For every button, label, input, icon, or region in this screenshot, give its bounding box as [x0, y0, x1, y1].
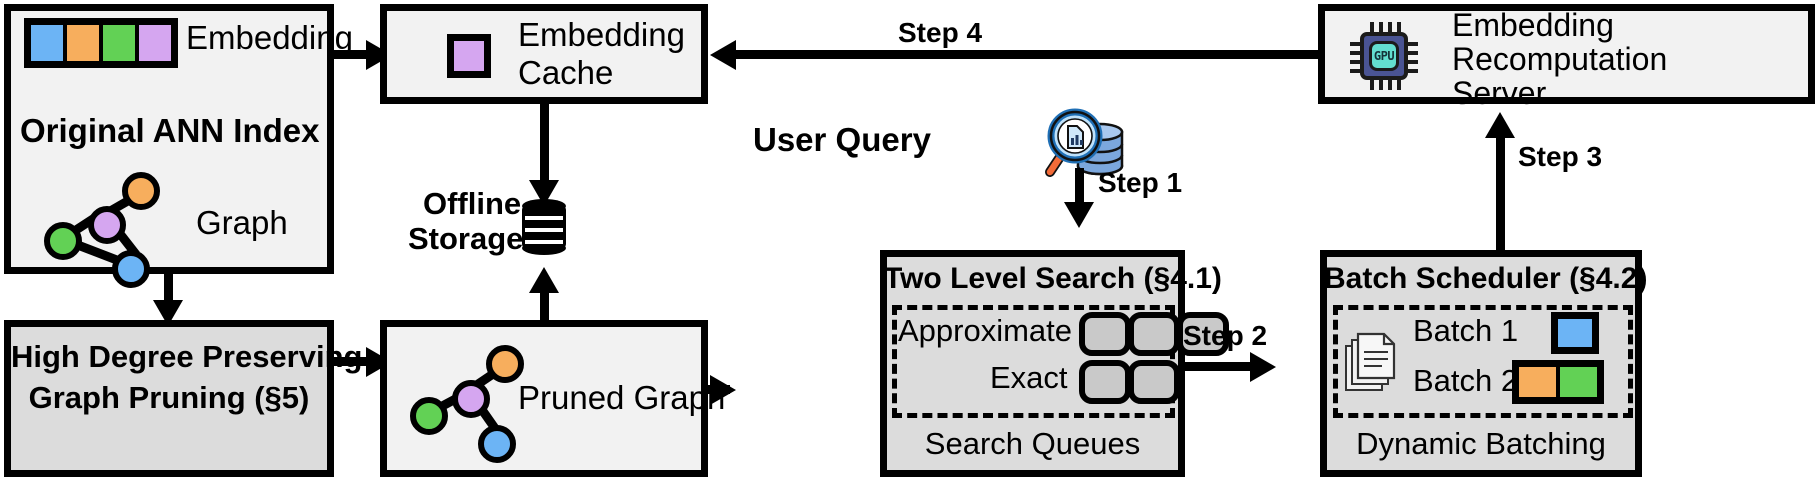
- queue-slot: [1079, 312, 1131, 356]
- dynamic-batching-dashed-region: [1333, 305, 1633, 418]
- connector-step4: [735, 50, 1318, 59]
- gpu-pin: [1406, 69, 1418, 73]
- search-queues-footer: Search Queues: [924, 426, 1141, 461]
- batch-2-swatch-orange: [1519, 367, 1560, 397]
- gpu-pin: [1406, 60, 1418, 64]
- queue-slot: [1128, 312, 1180, 356]
- gpu-chip-core-label: GPU: [1369, 41, 1399, 71]
- embedding-swatch-green: [103, 25, 139, 61]
- pruned-graph-glyph: [398, 335, 528, 463]
- arrowhead-step3: [1485, 112, 1515, 138]
- recomputation-server-title-line2: Recomputation: [1452, 41, 1668, 77]
- graph-node-blue: [478, 425, 516, 463]
- original-graph-glyph: [36, 168, 166, 288]
- queue-slot: [1128, 360, 1180, 404]
- arrowhead-step1: [1064, 202, 1094, 228]
- arrowhead-step4: [710, 40, 736, 70]
- queue-slot: [1079, 360, 1131, 404]
- graph-node-orange: [486, 345, 524, 383]
- batch-1-swatch-blue: [1551, 312, 1599, 354]
- db-slit: [525, 216, 563, 220]
- block-pruned-graph: [380, 320, 708, 477]
- recomputation-server-title-line3: Server: [1452, 75, 1547, 111]
- offline-storage-label-line1: Offline: [423, 186, 522, 221]
- step1-label: Step 1: [1098, 167, 1183, 198]
- queue-row-approximate: [1079, 312, 1229, 356]
- block-two-level-search: [880, 250, 1185, 477]
- pruning-title-line1: High Degree Preserving: [11, 339, 363, 374]
- gpu-pin: [1370, 78, 1374, 90]
- db-slit: [525, 228, 563, 232]
- gpu-pin: [1406, 51, 1418, 55]
- batch-scheduler-title: Batch Scheduler (§4.2): [1324, 262, 1648, 295]
- connector-index-to-pruning: [164, 274, 173, 302]
- embedding-swatch-orange: [67, 25, 103, 61]
- connector-step2: [1185, 362, 1267, 371]
- graph-node-green: [410, 397, 448, 435]
- batch-2-label: Batch 2: [1413, 363, 1519, 398]
- db-slit: [525, 240, 563, 244]
- offline-storage-db-icon: [522, 199, 566, 255]
- gpu-pin: [1350, 60, 1362, 64]
- queue-row-label-exact: Exact: [990, 360, 1068, 395]
- connector-step1: [1075, 168, 1084, 206]
- graph-node-green: [44, 222, 82, 260]
- dynamic-batching-footer: Dynamic Batching: [1356, 426, 1606, 461]
- graph-node-purple: [88, 206, 126, 244]
- batch-2-swatch-green: [1560, 367, 1597, 397]
- connector-pruning-to-prunedgraph: [334, 357, 366, 366]
- connector-step3: [1496, 137, 1505, 250]
- step4-label: Step 4: [898, 17, 983, 48]
- embedding-swatch-strip: [24, 18, 178, 68]
- embedding-cache-title-line1: Embedding: [518, 16, 685, 53]
- step3-label: Step 3: [1518, 141, 1603, 172]
- gpu-chip-icon: GPU: [1348, 20, 1420, 92]
- queue-row-label-approximate: Approximate: [898, 313, 1073, 348]
- documents-icon: [1345, 332, 1396, 391]
- embedding-cache-swatch: [447, 34, 491, 78]
- documents-stack-icon: [1342, 330, 1404, 396]
- pruning-title-line2: Graph Pruning (§5): [28, 380, 310, 415]
- gpu-pin: [1370, 22, 1374, 34]
- embedding-swatch-blue: [31, 25, 67, 61]
- block-high-degree-pruning: [4, 320, 334, 477]
- gpu-pin: [1350, 51, 1362, 55]
- graph-node-purple: [452, 380, 490, 418]
- step2-label: Step 2: [1183, 320, 1268, 351]
- gpu-pin: [1350, 42, 1362, 46]
- connector-prunedgraph-to-storage: [540, 292, 549, 320]
- recomputation-server-title-line1: Embedding: [1452, 7, 1614, 43]
- block-embedding-cache: [380, 4, 708, 104]
- offline-storage-label-line2: Storage: [408, 221, 524, 256]
- gpu-pin: [1388, 22, 1392, 34]
- user-query-label: User Query: [753, 121, 931, 158]
- gpu-pin: [1379, 22, 1383, 34]
- arrowhead-step2: [1250, 352, 1276, 382]
- batch-1-label: Batch 1: [1413, 313, 1519, 348]
- gpu-pin: [1388, 78, 1392, 90]
- pruned-graph-label: Pruned Graph: [518, 379, 726, 416]
- db-bottom-disc: [522, 241, 566, 255]
- connector-cache-to-storage: [540, 104, 549, 182]
- batch-2-swatch-strip: [1512, 360, 1604, 404]
- embedding-label: Embedding: [186, 19, 353, 56]
- gpu-pin: [1350, 69, 1362, 73]
- graph-label: Graph: [196, 204, 288, 241]
- original-ann-index-title: Original ANN Index: [20, 112, 320, 149]
- connector-index-to-cache: [334, 50, 366, 59]
- queue-row-exact: [1079, 360, 1180, 404]
- graph-node-orange: [122, 172, 160, 210]
- gpu-pin: [1397, 78, 1401, 90]
- graph-node-blue: [112, 250, 150, 288]
- embedding-swatch-purple: [139, 25, 171, 61]
- gpu-pin: [1379, 78, 1383, 90]
- two-level-search-title: Two Level Search (§4.1): [884, 262, 1222, 295]
- embedding-cache-title-line2: Cache: [518, 54, 614, 91]
- gpu-pin: [1406, 42, 1418, 46]
- arrowhead-prunedgraph-to-search: [710, 375, 736, 405]
- queue-slot: [1177, 312, 1229, 356]
- gpu-pin: [1397, 22, 1401, 34]
- arrowhead-prunedgraph-to-storage: [529, 267, 559, 293]
